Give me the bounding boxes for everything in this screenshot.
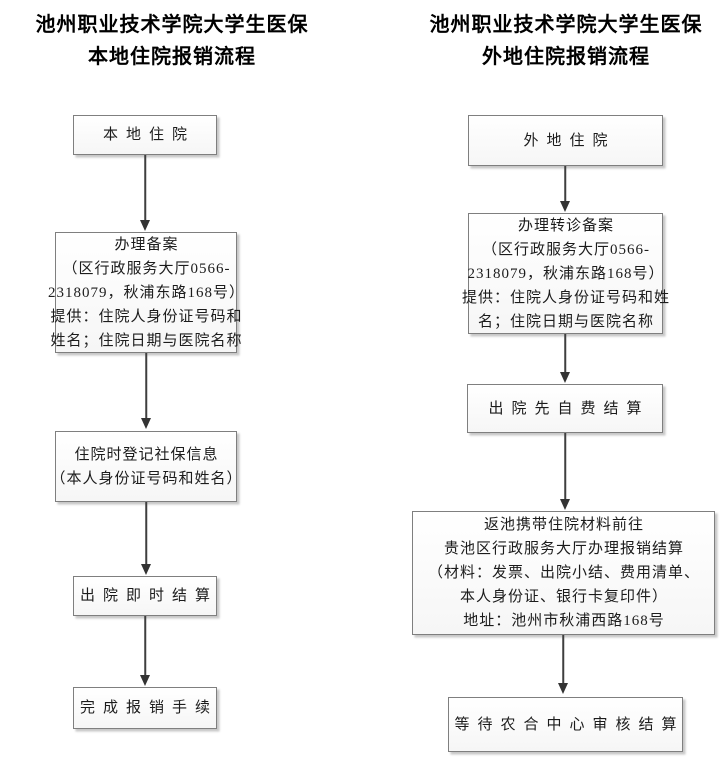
flow-arrow-down [140,353,152,429]
step-text: 办理转诊备案 [517,217,614,234]
step-text: 2318079，秋浦东路168号） [48,284,246,301]
step-complete-reimbursement: 完成报销手续 [73,687,217,729]
step-text: 提供：住院人身份证号码和 [50,308,243,325]
arrow-head [558,683,568,694]
arrow-shaft [564,433,566,500]
step-text: 住院时登记社保信息 [74,446,219,463]
arrow-head [141,564,151,575]
arrow-shaft [562,635,564,684]
arrow-shaft [564,166,566,202]
step-transfer-record: 办理转诊备案 （区行政服务大厅0566- 2318079，秋浦东路168号） 提… [462,213,669,334]
step-text: 2318079，秋浦东路168号） [467,265,665,282]
arrow-head [560,372,570,383]
step-wait-for-audit: 等待农合中心审核结算 [448,697,683,752]
step-text: 贵池区行政服务大厅办理报销结算 [443,541,684,557]
arrow-shaft [144,155,146,221]
step-text: 提供：住院人身份证号码和姓 [462,289,671,306]
step-text: 姓名；住院日期与医院名称 [50,332,243,349]
flow-arrow-down [139,155,151,231]
step-register-social-security-info: 住院时登记社保信息 （本人身份证号码和姓名） [51,431,242,502]
step-text: （材料：发票、出院小结、费用清单、 [427,565,700,581]
step-immediate-settlement: 出院即时结算 [73,576,217,616]
step-text: 外地住院 [523,132,616,149]
arrow-head [140,220,150,231]
right-flow-title: 池州职业技术学院大学生医保 外地住院报销流程 [416,9,716,73]
arrow-shaft [145,353,147,419]
step-text: 本地住院 [102,127,195,143]
flow-arrow-down [140,502,152,575]
step-register-record: 办理备案 （区行政服务大厅0566- 2318079，秋浦东路168号） 提供：… [48,232,244,353]
step-return-for-reimbursement: 返池携带住院材料前往 贵池区行政服务大厅办理报销结算 （材料：发票、出院小结、费… [412,511,715,635]
right-title-line-1: 池州职业技术学院大学生医保 [429,14,703,36]
arrow-head [140,675,150,686]
arrow-head [560,201,570,212]
arrow-shaft [144,616,146,676]
step-outside-hospitalization: 外地住院 [468,115,663,166]
step-text: 名；住院日期与医院名称 [477,313,654,330]
left-title-line-1: 池州职业技术学院大学生医保 [35,14,309,36]
step-text: 地址：池州市秋浦西路168号 [463,613,665,629]
arrow-shaft [145,502,147,565]
step-text: 出院即时结算 [80,588,219,604]
flow-arrow-down [139,616,151,686]
step-text: （本人身份证号码和姓名） [50,470,243,487]
arrow-shaft [564,334,566,373]
flow-arrow-down [559,433,571,510]
flow-arrow-down [557,635,569,694]
step-text: 办理备案 [114,236,179,253]
flow-arrow-down [559,334,571,383]
step-local-hospitalization: 本地住院 [73,115,217,155]
step-self-pay-settlement: 出院先自费结算 [467,384,663,433]
step-text: （区行政服务大厅0566- [482,241,650,258]
arrow-head [560,499,570,510]
left-flow-title: 池州职业技术学院大学生医保 本地住院报销流程 [22,9,322,73]
step-text: 完成报销手续 [80,700,219,716]
step-text: 等待农合中心审核结算 [454,716,685,733]
step-text: （区行政服务大厅0566- [62,260,231,277]
left-title-line-2: 本地住院报销流程 [88,46,256,68]
right-title-line-2: 外地住院报销流程 [482,46,650,68]
step-text: 本人身份证、银行卡复印件） [459,589,668,605]
arrow-head [141,418,151,429]
step-text: 出院先自费结算 [488,400,650,417]
flow-arrow-down [559,166,571,212]
step-text: 返池携带住院材料前往 [483,517,644,533]
